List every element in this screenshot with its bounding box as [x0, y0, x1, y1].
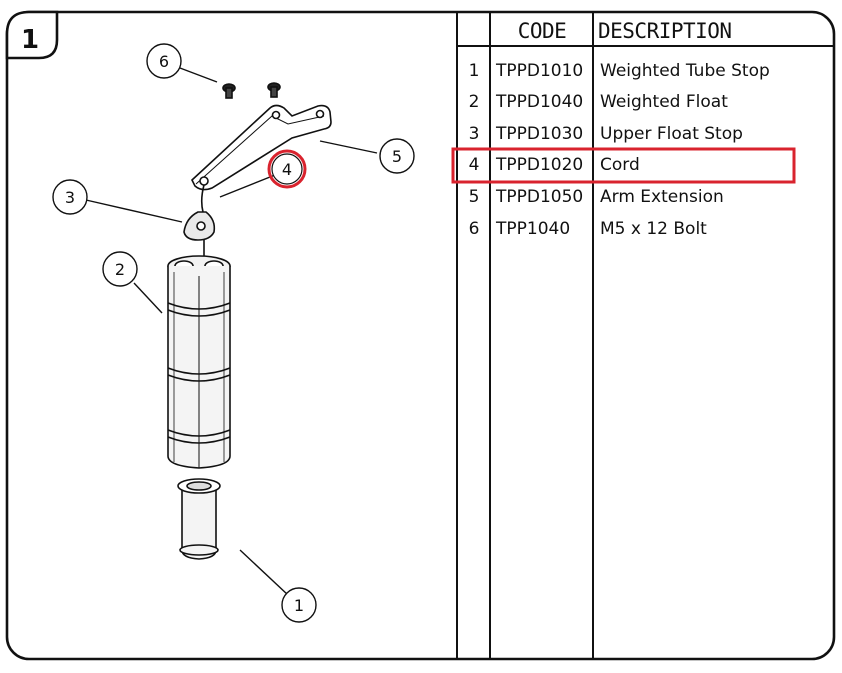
- callout-1: 1: [281, 587, 317, 623]
- row-code: TPPD1030: [495, 124, 583, 144]
- svg-text:4: 4: [282, 160, 292, 179]
- leader-lines: [85, 67, 378, 596]
- leader-line-3: [85, 199, 183, 223]
- svg-text:1: 1: [294, 596, 304, 615]
- table-row: 1 TPPD1010 Weighted Tube Stop: [469, 61, 770, 81]
- row-description: Upper Float Stop: [600, 124, 743, 144]
- svg-text:3: 3: [65, 188, 75, 207]
- callout-6: 6: [146, 43, 182, 79]
- bolt-part: [222, 83, 236, 99]
- row-highlight-box: [451, 147, 796, 184]
- row-code: TPPD1050: [495, 187, 583, 207]
- leader-line-2: [133, 282, 163, 314]
- callout-4: 4: [267, 149, 307, 189]
- leader-line-4: [219, 174, 276, 198]
- table-row: 2 TPPD1040 Weighted Float: [469, 92, 729, 112]
- svg-text:6: 6: [159, 52, 169, 71]
- leader-line-5: [319, 140, 378, 154]
- header-code: CODE: [518, 19, 567, 43]
- row-description: Weighted Float: [600, 92, 728, 112]
- row-description: Cord: [600, 155, 640, 175]
- figure-badge: [5, 10, 59, 60]
- callout-5: 5: [379, 138, 415, 174]
- table-row: 4 TPPD1020 Cord: [469, 155, 640, 175]
- row-description: Weighted Tube Stop: [600, 61, 770, 81]
- row-description: Arm Extension: [600, 187, 724, 207]
- row-number: 3: [469, 124, 480, 144]
- leader-line-6: [179, 67, 218, 83]
- row-number: 1: [469, 61, 480, 81]
- svg-text:2: 2: [115, 260, 125, 279]
- row-number: 4: [469, 155, 480, 175]
- upper-float-stop-part: [183, 211, 216, 241]
- table-row: 6 TPP1040 M5 x 12 Bolt: [469, 219, 708, 239]
- row-code: TPP1040: [495, 219, 570, 239]
- row-number: 2: [469, 92, 480, 112]
- callout-4-highlight: [267, 149, 307, 189]
- callout-2: 2: [102, 251, 138, 287]
- row-description: M5 x 12 Bolt: [600, 219, 707, 239]
- table-row: 3 TPPD1030 Upper Float Stop: [469, 124, 743, 144]
- row-code: TPPD1020: [495, 155, 583, 175]
- leader-line-1: [239, 549, 289, 596]
- header-description: DESCRIPTION: [598, 19, 732, 43]
- row-number: 5: [469, 187, 480, 207]
- weighted-tube-stop-part: [177, 478, 221, 560]
- row-code: TPPD1040: [495, 92, 583, 112]
- exploded-view: [167, 82, 332, 560]
- table-row: 5 TPPD1050 Arm Extension: [469, 187, 724, 207]
- figure-number: 1: [21, 25, 39, 55]
- row-code: TPPD1010: [495, 61, 583, 81]
- weighted-float-part: [167, 255, 231, 469]
- svg-text:5: 5: [392, 147, 402, 166]
- callout-3: 3: [52, 179, 88, 215]
- row-number: 6: [469, 219, 480, 239]
- bolt-part: [267, 82, 281, 98]
